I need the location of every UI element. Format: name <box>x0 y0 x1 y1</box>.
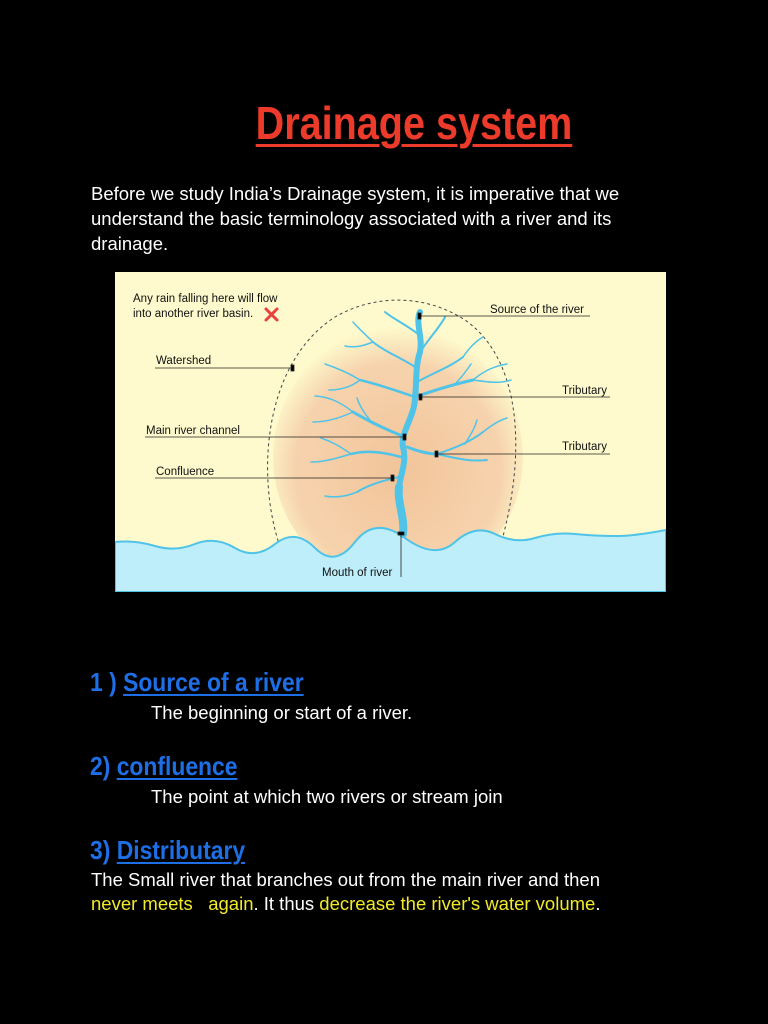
section-3-text-part2: . It thus <box>253 893 320 914</box>
watershed-boundary <box>267 299 517 548</box>
section-1-text: The beginning or start of a river. <box>151 702 413 723</box>
label-main-channel: Main river channel <box>146 425 240 437</box>
drainage-diagram: Any rain falling here will flow into ano… <box>115 272 666 592</box>
section-3-highlight-2: decrease the river's water volume <box>319 893 596 914</box>
label-leaders <box>145 312 610 577</box>
label-watershed: Watershed <box>156 355 211 367</box>
section-1-title: Source of a river <box>123 667 304 697</box>
intro-paragraph: Before we study India’s Drainage system,… <box>91 183 620 254</box>
rain-note-line1: Any rain falling here will flow <box>133 293 278 305</box>
section-2-heading: 2) confluence <box>90 751 237 782</box>
section-2-number: 2) <box>90 751 117 781</box>
section-1-number: 1 ) <box>90 667 124 697</box>
rain-note-line2: into another river basin. <box>133 308 253 320</box>
section-3-text: The Small river that branches out from t… <box>91 868 731 916</box>
section-3-number: 3) <box>90 835 117 865</box>
section-3-heading: 3) Distributary <box>90 835 245 866</box>
cross-icon <box>264 307 279 322</box>
drainage-diagram-svg: Any rain falling here will flow into ano… <box>115 293 666 592</box>
river-network <box>310 309 512 538</box>
section-3-text-part1: The Small river that branches out from t… <box>91 869 600 890</box>
section-2-text: The point at which two rivers or stream … <box>151 786 503 807</box>
section-3-text-part3: . <box>595 893 601 914</box>
section-2-title: confluence <box>116 751 238 781</box>
label-source: Source of the river <box>490 304 584 316</box>
section-3-highlight-1: never meets again <box>91 893 254 914</box>
label-confluence: Confluence <box>156 466 214 478</box>
sea <box>115 527 666 592</box>
section-1-heading: 1 ) Source of a river <box>90 667 304 698</box>
page-title: Drainage system <box>255 97 573 149</box>
label-tributary-2: Tributary <box>562 441 607 453</box>
label-mouth: Mouth of river <box>322 567 392 579</box>
section-3-title: Distributary <box>116 835 246 865</box>
label-tributary-1: Tributary <box>562 385 607 397</box>
